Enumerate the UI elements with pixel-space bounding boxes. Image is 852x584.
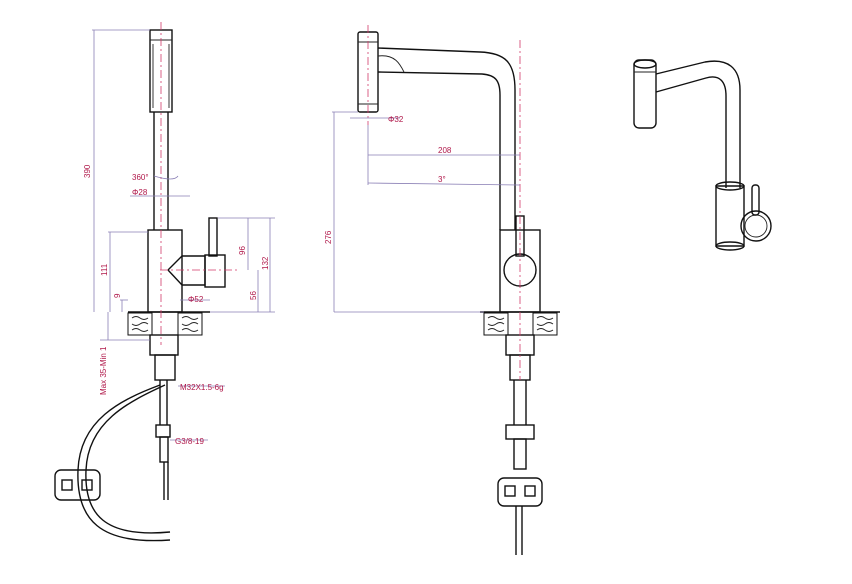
dim-rotation-360: 360°: [132, 173, 149, 182]
dim-mount-thickness: Max 35-Min 1: [99, 346, 108, 395]
side-lever-hub: [182, 255, 206, 286]
dim-reach-208: 208: [438, 146, 452, 155]
dim-height-111: 111: [100, 263, 109, 276]
perspective-view: [633, 59, 772, 251]
perspective-lever-hub: [740, 210, 772, 242]
perspective-spout: [655, 60, 741, 188]
dim-height-390: 390: [83, 164, 92, 178]
dim-diameter-32: Φ32: [388, 115, 404, 124]
side-hose-weight: [54, 469, 101, 501]
side-hose: [77, 384, 171, 542]
side-view: 390 360° Φ28 96 132 111 9 56 Φ52 Max 35-…: [54, 22, 275, 542]
front-hose-weight: [497, 477, 543, 507]
dim-height-276: 276: [324, 230, 333, 244]
front-view: Φ32 208 3° 276: [324, 25, 560, 555]
dim-thread-hose: G3/8-19: [175, 437, 204, 446]
dim-diameter-52: Φ52: [188, 295, 204, 304]
dim-height-96: 96: [238, 246, 247, 255]
perspective-body: [715, 185, 745, 247]
perspective-lever-handle: [751, 184, 760, 216]
side-lever-handle: [208, 217, 218, 257]
dim-height-9: 9: [113, 293, 122, 298]
dim-height-132: 132: [261, 256, 270, 270]
dim-diameter-28: Φ28: [132, 188, 148, 197]
dim-height-56: 56: [249, 291, 258, 300]
front-spout: [377, 47, 516, 230]
dim-thread-main: M32X1.5-6g: [180, 383, 224, 392]
side-body: [147, 229, 183, 313]
dim-angle-3: 3°: [438, 175, 446, 184]
perspective-spray-head: [633, 59, 657, 129]
